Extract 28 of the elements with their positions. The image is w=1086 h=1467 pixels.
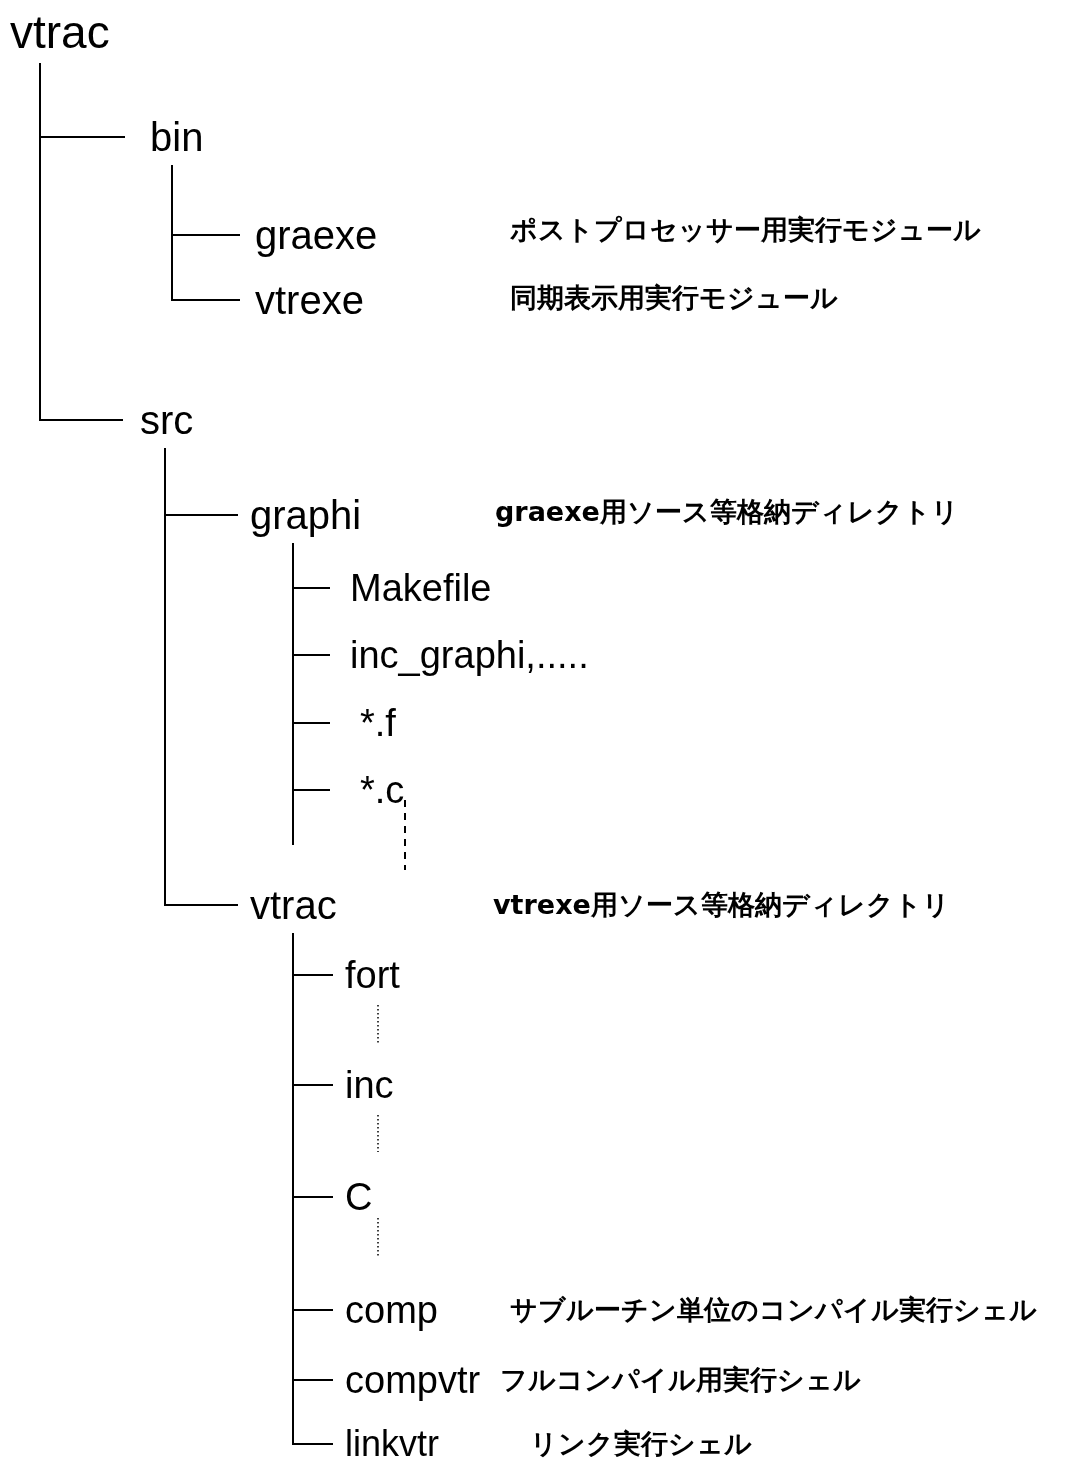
- folder-name: compvtr: [333, 1361, 481, 1399]
- folder-name: graexe: [240, 215, 378, 255]
- description-text: vtrexe用ソース等格納ディレクトリ: [493, 890, 950, 920]
- tree-connector: [292, 542, 331, 791]
- folder-name: linkvtr: [333, 1426, 439, 1462]
- folder-name: inc_graphi,.....: [330, 636, 589, 674]
- folder-name: *.c: [330, 771, 405, 809]
- folder-name: src: [123, 400, 194, 440]
- folder-name: graphi: [238, 495, 362, 535]
- folder-name: Makefile: [330, 569, 492, 607]
- folder-name: vtrexe: [240, 280, 364, 320]
- folder-name: inc: [333, 1066, 394, 1104]
- folder-name: fort: [333, 956, 400, 994]
- folder-name: vtrac: [238, 885, 337, 925]
- description-text: サブルーチン単位のコンパイル実行シェル: [510, 1295, 1037, 1325]
- tree-connector: [39, 62, 124, 421]
- description-text: ポストプロセッサー用実行モジュール: [510, 215, 981, 245]
- description-text: リンク実行シェル: [530, 1429, 752, 1459]
- folder-name: comp: [333, 1291, 438, 1329]
- description-text: フルコンパイル用実行シェル: [500, 1365, 861, 1395]
- folder-name: *.f: [330, 704, 396, 742]
- tree-connector: [164, 447, 239, 906]
- description-text: 同期表示用実行モジュール: [510, 283, 838, 313]
- folder-name: bin: [125, 117, 204, 157]
- description-text: graexe用ソース等格納ディレクトリ: [495, 497, 959, 527]
- folder-name: C: [333, 1178, 373, 1216]
- tree-connector: [171, 164, 241, 301]
- folder-name: vtrac: [10, 9, 110, 55]
